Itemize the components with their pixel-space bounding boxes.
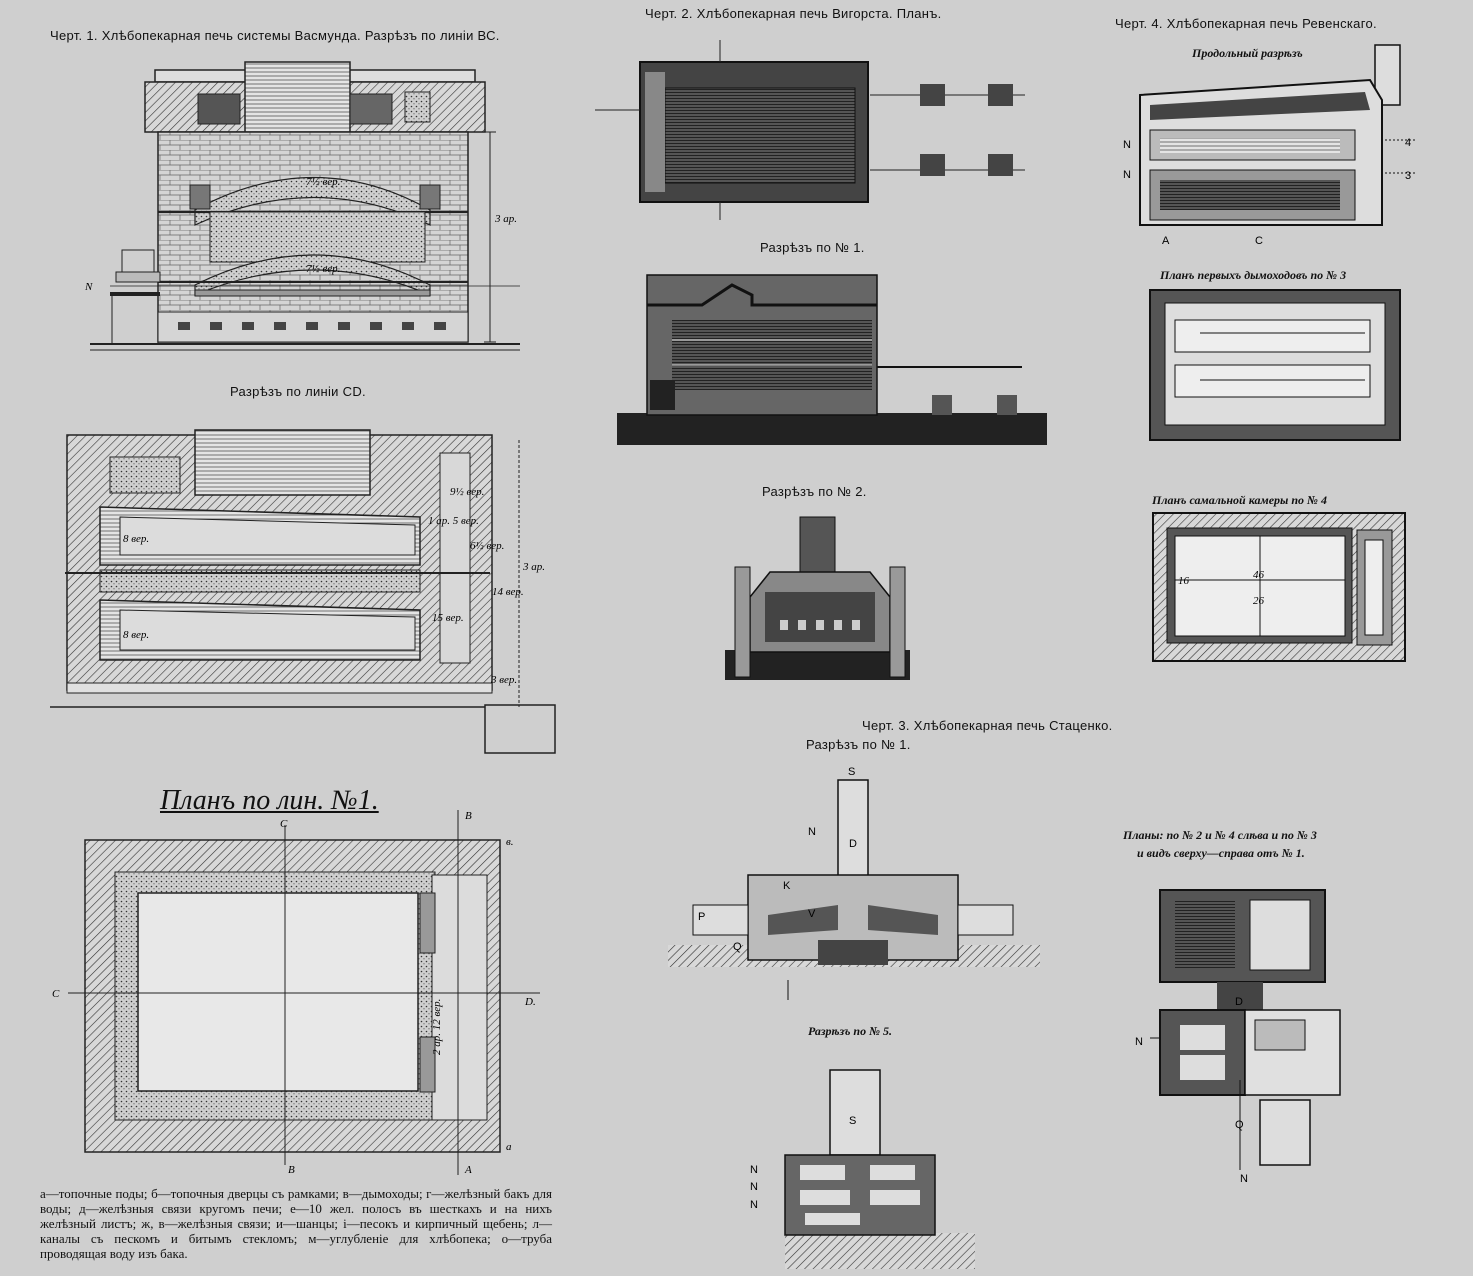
fig1-cd-dim7: 3 ар. bbox=[522, 561, 545, 573]
fig3-cut1-q: Q bbox=[733, 941, 742, 953]
fig3-cut1-s: S bbox=[848, 766, 855, 778]
fig3-plans-caption-1: Планы: по № 2 и № 4 слѣва и по № 3 bbox=[1123, 828, 1317, 842]
fig3-cut1-v: V bbox=[808, 908, 816, 920]
fig3-plans: N N D Q bbox=[1135, 889, 1341, 1185]
fig2-cut1 bbox=[617, 274, 1047, 445]
fig3-cut5-caption: Разрѣзъ по № 5. bbox=[808, 1024, 893, 1038]
fig3-plans-n-bottom: N bbox=[1240, 1173, 1248, 1185]
fig1-cd-dim8: 8 вер. bbox=[123, 629, 149, 641]
fig1-front-arch2: 7½ вер. bbox=[306, 263, 340, 275]
fig1-plan-a: А bbox=[464, 1164, 472, 1176]
fig3-cut1-d: D bbox=[849, 838, 857, 850]
fig3-cut5: S N N N bbox=[750, 1069, 975, 1269]
fig4-long-c: C bbox=[1255, 235, 1263, 247]
fig1-plan: С В С D. А В в. а 2 ар. 12 вер. bbox=[52, 810, 540, 1176]
fig4-plan3 bbox=[1149, 289, 1401, 441]
fig1-front-height: 3 ар. bbox=[494, 213, 517, 225]
fig2-plan bbox=[595, 40, 1025, 220]
fig4-plan4-dim3: 16 bbox=[1178, 575, 1190, 587]
fig1-plan-dim: 2 ар. 12 вер. bbox=[431, 999, 443, 1055]
fig4-long-section: N N A C 4 3 bbox=[1123, 44, 1415, 247]
fig4-long-a: A bbox=[1162, 235, 1170, 247]
fig1-cd-dim5: 15 вер. bbox=[432, 612, 464, 624]
fig1-plan-a-corner: а bbox=[506, 1141, 512, 1153]
fig1-cd-caption: Разрѣзъ по линіи CD. bbox=[230, 384, 366, 399]
fig3-cut5-n3: N bbox=[750, 1199, 758, 1211]
fig4-long-n1: N bbox=[1123, 139, 1131, 151]
fig1-cd-dim1: 9½ вер. bbox=[450, 486, 484, 498]
fig3-plans-d: D bbox=[1235, 996, 1243, 1008]
fig1-cd-dim3: 6½ вер. bbox=[470, 540, 504, 552]
fig1-plan-b-top: В bbox=[465, 810, 472, 822]
fig3-cut1: S D N K V Q P bbox=[668, 766, 1040, 1000]
fig2-cut2-caption: Разрѣзъ по № 2. bbox=[762, 484, 867, 499]
fig4-plan4-caption: Планъ самальной камеры по № 4 bbox=[1152, 493, 1328, 507]
fig3-cut1-n: N bbox=[808, 826, 816, 838]
fig1-cd-section: 9½ вер. 1 ар. 5 вер. 6½ вер. 14 вер. 15 … bbox=[50, 429, 556, 754]
fig2-cut1-caption: Разрѣзъ по № 1. bbox=[760, 240, 865, 255]
fig1-legend: а—топочные поды; б—топочныя дверцы съ ра… bbox=[40, 1186, 552, 1261]
fig1-plan-caption: Планъ по лин. №1. bbox=[160, 785, 379, 816]
fig4-long-3: 3 bbox=[1405, 170, 1411, 182]
fig4-long-caption: Продольный разрѣзъ bbox=[1192, 46, 1303, 60]
fig4-long-n2: N bbox=[1123, 169, 1131, 181]
fig3-cut5-n2: N bbox=[750, 1181, 758, 1193]
fig2-cut2 bbox=[725, 516, 910, 680]
fig4-plan4-dim2: 26 bbox=[1253, 595, 1265, 607]
fig4-plan4: 46 26 16 bbox=[1152, 512, 1406, 662]
fig1-plan-c-left: С bbox=[52, 988, 60, 1000]
fig2-title: Черт. 2. Хлѣбопекарная печь Вигорста. Пл… bbox=[645, 6, 942, 21]
fig3-cut1-caption: Разрѣзъ по № 1. bbox=[806, 737, 911, 752]
fig1-plan-b-bottom: В bbox=[288, 1164, 295, 1176]
fig3-plans-caption-2: и видъ сверху—справа отъ № 1. bbox=[1137, 846, 1305, 860]
fig3-plans-n: N bbox=[1135, 1036, 1143, 1048]
fig4-plan3-caption: Планъ первыхъ дымоходовъ по № 3 bbox=[1160, 268, 1347, 282]
fig1-title: Черт. 1. Хлѣбопекарная печь системы Васм… bbox=[50, 28, 500, 43]
fig3-cut1-k: K bbox=[783, 880, 791, 892]
fig4-title: Черт. 4. Хлѣбопекарная печь Ревенскаго. bbox=[1115, 16, 1377, 31]
fig3-cut5-s: S bbox=[849, 1115, 856, 1127]
fig1-plan-b-corner: в. bbox=[506, 836, 514, 848]
fig1-cd-dim2: 1 ар. 5 вер. bbox=[428, 515, 479, 527]
fig4-long-4: 4 bbox=[1405, 137, 1411, 149]
fig3-cut5-n1: N bbox=[750, 1164, 758, 1176]
fig3-title: Черт. 3. Хлѣбопекарная печь Стаценко. bbox=[862, 718, 1113, 733]
fig1-plan-c-top: С bbox=[280, 818, 288, 830]
fig1-cd-dim6: 8 вер. bbox=[123, 533, 149, 545]
fig1-front-arch1: 7½ вер. bbox=[306, 176, 340, 188]
fig4-plan4-dim: 46 bbox=[1253, 569, 1265, 581]
fig1-cd-dim9: 3 вер. bbox=[490, 674, 517, 686]
fig3-plans-q: Q bbox=[1235, 1119, 1244, 1131]
fig1-front-section: 3 ар. 7½ вер. 7½ вер. N bbox=[84, 61, 520, 351]
fig1-plan-d: D. bbox=[524, 996, 536, 1008]
fig1-cd-dim4: 14 вер. bbox=[492, 586, 524, 598]
fig1-front-n: N bbox=[84, 281, 93, 293]
fig3-cut1-p: P bbox=[698, 911, 705, 923]
